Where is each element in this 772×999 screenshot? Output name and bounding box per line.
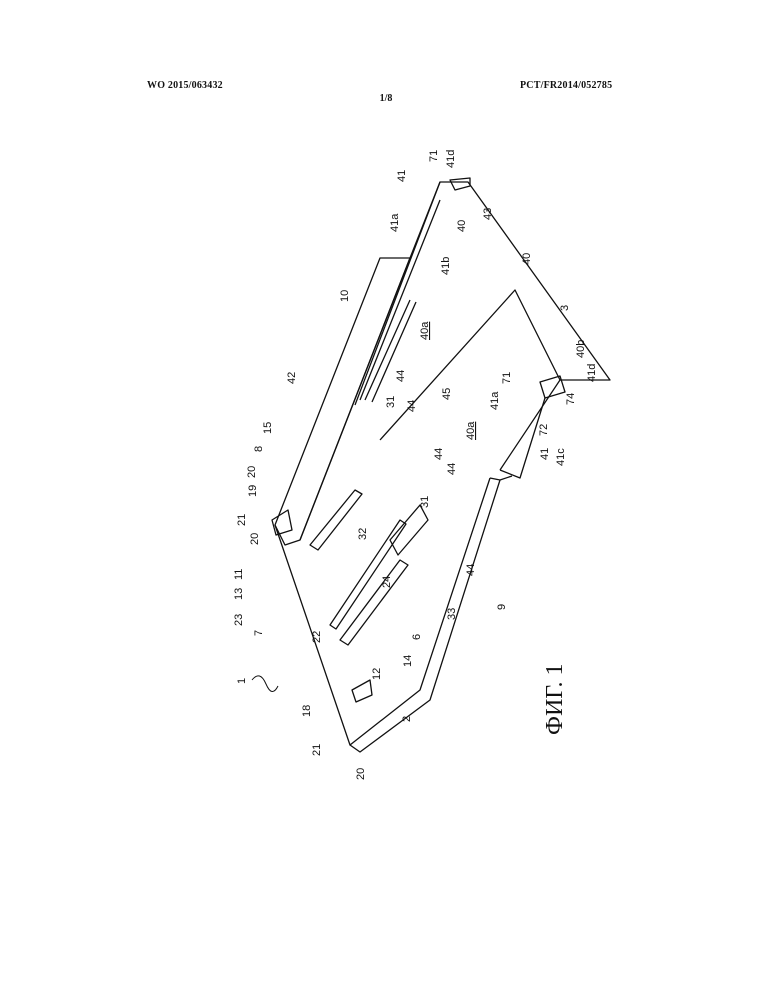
ref-74: 74 bbox=[565, 393, 577, 405]
ref-44-d: 44 bbox=[446, 463, 458, 475]
ref-1: 1 bbox=[236, 678, 248, 684]
ref-13: 13 bbox=[233, 588, 245, 600]
ref-41a-bottom: 41a bbox=[489, 391, 501, 410]
ref-41b: 41b bbox=[440, 257, 452, 275]
ref-21-b: 21 bbox=[311, 744, 323, 756]
ref-40b: 40b bbox=[575, 340, 587, 358]
ref-14: 14 bbox=[402, 655, 414, 667]
ref-6: 6 bbox=[411, 634, 423, 640]
ref-10: 10 bbox=[339, 290, 351, 302]
ref-71-top: 71 bbox=[428, 150, 440, 162]
ref-9: 9 bbox=[496, 604, 508, 610]
ref-20-a: 20 bbox=[246, 466, 258, 478]
ref-20-c: 20 bbox=[355, 768, 367, 780]
rail-15 bbox=[310, 490, 362, 550]
ref-41d-top: 41d bbox=[445, 150, 457, 168]
plate-33 bbox=[390, 505, 428, 555]
ref-41c: 41c bbox=[555, 448, 567, 466]
ref-40-top: 40 bbox=[456, 220, 468, 232]
ref-21-a: 21 bbox=[236, 514, 248, 526]
tray-lip-bottom bbox=[540, 376, 565, 398]
ref-40a-lower: 40a bbox=[465, 421, 477, 440]
bracket-18 bbox=[352, 680, 372, 702]
ref-23: 23 bbox=[233, 614, 245, 626]
ref-32: 32 bbox=[357, 528, 369, 540]
ref-2: 2 bbox=[401, 716, 413, 722]
ref-44-b: 44 bbox=[406, 400, 418, 412]
ref-24: 24 bbox=[381, 576, 393, 588]
ref-33: 33 bbox=[446, 608, 458, 620]
ref-44-a: 44 bbox=[395, 370, 407, 382]
ref-41-bottom: 41 bbox=[539, 448, 551, 460]
ref-41-top: 41 bbox=[396, 170, 408, 182]
tray-front-edge bbox=[500, 398, 545, 478]
ref-7: 7 bbox=[253, 630, 265, 636]
ref-12: 12 bbox=[371, 668, 383, 680]
hatched-strip bbox=[365, 300, 416, 402]
ref-72: 72 bbox=[538, 424, 550, 436]
figure-caption: ФИГ. 1 bbox=[542, 664, 568, 735]
base-front-edge bbox=[350, 480, 500, 752]
ref-31-top: 31 bbox=[385, 396, 397, 408]
ref-43: 43 bbox=[482, 208, 494, 220]
ref-71-bottom: 71 bbox=[501, 372, 513, 384]
ref-45: 45 bbox=[441, 388, 453, 400]
ref-19: 19 bbox=[247, 485, 259, 497]
ref-44-c: 44 bbox=[433, 448, 445, 460]
tray-fold-line bbox=[380, 290, 560, 440]
ref-40-right: 40 bbox=[521, 253, 533, 265]
bracket-19 bbox=[272, 510, 292, 535]
frame-right-rail bbox=[490, 476, 512, 480]
tray-lip-top bbox=[450, 178, 470, 190]
ref-22: 22 bbox=[311, 631, 323, 643]
ref-18: 18 bbox=[301, 705, 313, 717]
tray-side-41 bbox=[410, 182, 440, 258]
ref-15: 15 bbox=[262, 422, 274, 434]
ref-40a-upper: 40a bbox=[419, 321, 431, 340]
ref-8: 8 bbox=[253, 446, 265, 452]
ref-11: 11 bbox=[233, 569, 245, 580]
ref-31-bottom: 31 bbox=[419, 496, 431, 508]
ref-1-leader bbox=[252, 676, 278, 692]
ref-3: 3 bbox=[559, 305, 571, 311]
ref-44-e: 44 bbox=[465, 564, 477, 576]
ref-20-b: 20 bbox=[249, 533, 261, 545]
ref-41d-bottom: 41d bbox=[586, 364, 598, 382]
ref-42: 42 bbox=[286, 372, 298, 384]
ref-41a-top: 41a bbox=[389, 213, 401, 232]
